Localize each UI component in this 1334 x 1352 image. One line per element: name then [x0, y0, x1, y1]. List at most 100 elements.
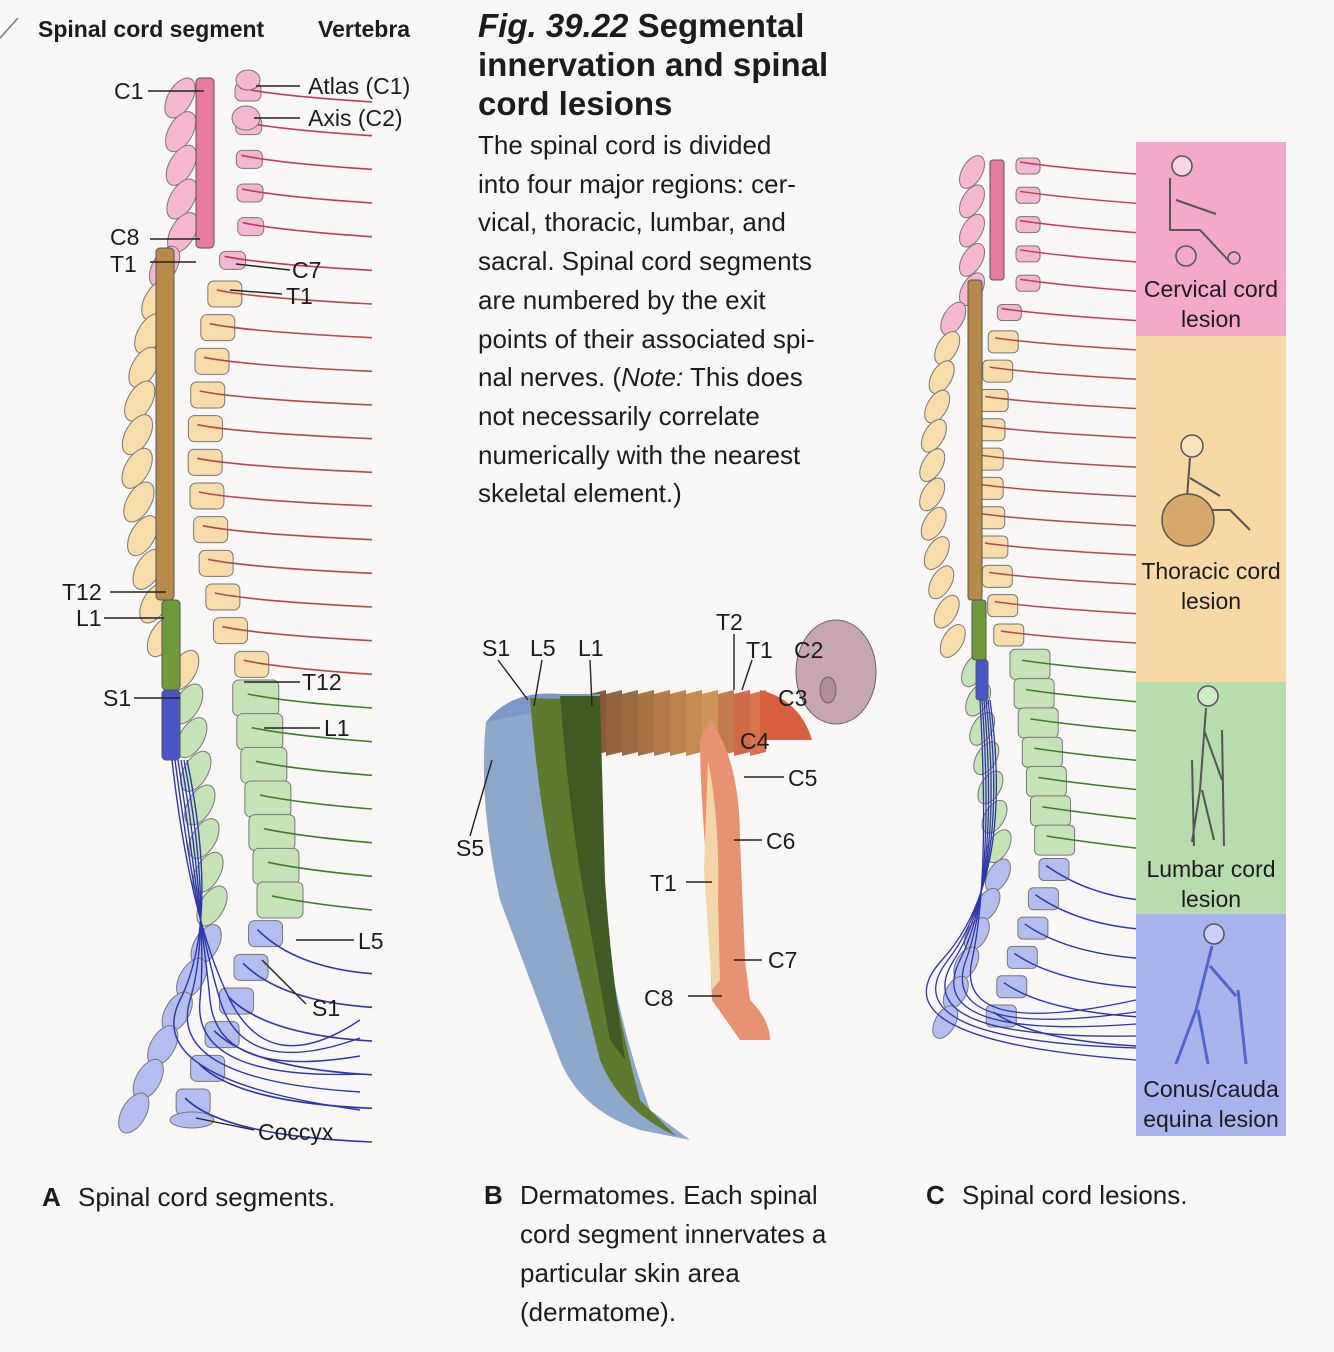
spinous-process: [934, 330, 961, 365]
cauda-equina-strand: [183, 759, 361, 1093]
leader-line: [195, 1117, 255, 1131]
spinal-nerve: [214, 592, 373, 608]
vertebral-body: [1015, 186, 1041, 204]
spinal-nerve: [213, 1030, 373, 1076]
cord-label-c1: C1: [114, 78, 144, 104]
body-note-word: Note:: [621, 362, 684, 393]
spinal-nerve: [1034, 747, 1137, 761]
vertebral-body: [237, 217, 265, 237]
spinal-nerve: [1045, 864, 1137, 901]
body-line-5: are numbered by the exit: [478, 284, 766, 315]
vertebral-body: [219, 250, 247, 270]
caption-a-letter: A: [42, 1182, 61, 1212]
wheelchair-icon-person-head: [1180, 434, 1204, 458]
dermatome-label-c8: C8: [644, 985, 674, 1011]
cauda-equina-strand: [961, 699, 1137, 1020]
torso-band: [654, 690, 670, 756]
wheelchair-icon-wheel-small: [1227, 251, 1241, 265]
spinous-process: [940, 301, 967, 336]
torso-band: [734, 690, 750, 756]
spinal-nerve: [980, 483, 1137, 498]
spinous-process: [959, 243, 985, 277]
spinous-process: [164, 77, 196, 119]
vertebra-label-s1: S1: [312, 995, 341, 1021]
cane-walker-icon-head: [1203, 923, 1225, 945]
spinal-nerve: [994, 600, 1137, 615]
cord-label-c8: C8: [110, 224, 140, 250]
dermatome-label-c4: C4: [740, 728, 770, 754]
cauda-equina-strand: [935, 699, 1137, 1049]
spinal-nerve: [242, 962, 373, 1009]
vertebral-body: [996, 975, 1028, 999]
lesion-icons: [1161, 155, 1251, 1065]
spinal-nerve: [1038, 776, 1137, 791]
vertebral-body: [1017, 707, 1059, 739]
figure-body-text: The spinal cord is divided into four maj…: [478, 126, 850, 513]
torso-band: [606, 690, 622, 756]
body-line-7a: nal nerves. (: [478, 362, 622, 393]
spinal-nerve: [989, 366, 1137, 380]
cord-label-l1: L1: [76, 605, 102, 631]
vertebral-body: [977, 388, 1009, 412]
dermatome-label-t1-arm: T1: [650, 870, 677, 896]
vertebral-body: [1015, 274, 1041, 292]
vertebral-body: [175, 1088, 211, 1116]
spinal-nerve: [256, 929, 373, 975]
vertebra-label-t1: T1: [286, 283, 313, 309]
spinal-nerve: [1019, 190, 1137, 205]
dermatome-label-l1: L1: [578, 635, 604, 661]
leader-line: [497, 659, 529, 701]
head: [795, 619, 877, 725]
spinous-process: [920, 418, 947, 453]
spinal-nerve: [224, 255, 373, 272]
lesion-lumbar-line1: Lumbar cord: [1146, 856, 1276, 882]
cauda-equina-strand: [969, 699, 1137, 1014]
spinous-process: [123, 481, 155, 523]
vertebral-body: [1021, 736, 1063, 768]
body-line-1: The spinal cord is divided: [478, 130, 772, 160]
cord-segment-cervical: [989, 159, 1005, 281]
body-line-10: skeletal element.): [478, 478, 682, 509]
spinous-process: [128, 346, 160, 388]
dermatome-figure: [483, 619, 877, 1140]
leader-line: [533, 659, 543, 707]
spinal-nerve: [255, 760, 373, 777]
spinal-nerve: [207, 558, 373, 575]
vertebral-body: [1006, 945, 1038, 969]
spinous-process: [959, 213, 985, 248]
caption-c-letter: C: [926, 1180, 945, 1210]
spinous-process: [124, 380, 156, 422]
torso-band: [670, 690, 686, 756]
body-line-6: points of their associated spi-: [478, 323, 815, 354]
spinal-nerve: [197, 423, 373, 440]
wheelchair-icon-wheel: [1175, 245, 1197, 267]
caption-a: A Spinal cord segments.: [42, 1178, 335, 1217]
cauda-equina-strand: [944, 699, 1137, 1037]
lesion-thoracic-line1: Thoracic cord: [1141, 558, 1281, 584]
wheelchair-icon-body: [1169, 178, 1231, 263]
spinal-nerve: [267, 861, 373, 878]
spinous-process: [932, 1005, 959, 1039]
cord-label-s1: S1: [103, 685, 132, 711]
lesion-band: [1136, 142, 1286, 336]
cord-segment-thoracic: [155, 247, 175, 601]
vertebral-body: [1013, 678, 1055, 710]
spinal-nerve: [241, 188, 373, 204]
spinous-process: [920, 506, 947, 541]
vertebral-body: [204, 1021, 240, 1049]
spinous-process: [118, 1092, 150, 1134]
dermatome-leader-lines: [469, 634, 784, 997]
spine-c-drawing: [919, 142, 1286, 1136]
spinal-nerve: [216, 289, 373, 305]
vertebra-label-t12: T12: [302, 669, 342, 695]
spinal-nerve: [981, 425, 1137, 439]
cauda-equina-strand: [953, 699, 1137, 1028]
torso-band: [622, 690, 638, 756]
spinous-process: [166, 178, 198, 220]
caption-a-text: Spinal cord segments.: [78, 1182, 336, 1212]
spinous-process: [919, 448, 946, 482]
